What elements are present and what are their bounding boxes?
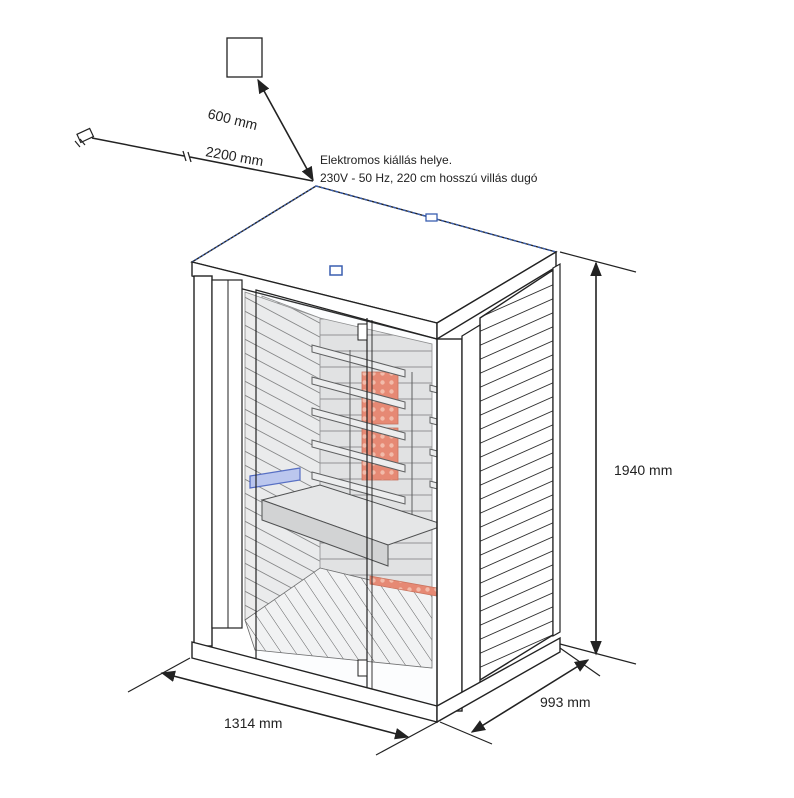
electrical-note-line1: Elektromos kiállás helye. [320, 153, 452, 167]
door-hinge-top [357, 323, 368, 341]
height-dimension [559, 251, 637, 665]
width-label: 1314 mm [224, 715, 282, 731]
bench-control-panel [249, 467, 301, 489]
door-hinge-bottom [357, 659, 368, 677]
roof [190, 185, 558, 341]
depth-label: 993 mm [540, 694, 591, 710]
power-cable [91, 137, 185, 157]
power-plug-icon [74, 127, 95, 148]
right-pillar [436, 323, 481, 712]
width-dimension [127, 657, 438, 756]
height-label: 1940 mm [614, 462, 672, 478]
left-pillar [193, 275, 243, 647]
outlet-distance-arrow [257, 78, 314, 182]
depth-dimension [439, 647, 601, 745]
wall-outlet-icon [226, 37, 263, 78]
outlet-distance-label: 600 mm [206, 105, 259, 133]
bench [249, 467, 447, 567]
glass-door [255, 289, 438, 713]
side-wall [479, 262, 561, 682]
electrical-note-line2: 230V - 50 Hz, 220 cm hosszú villás dugó [320, 171, 538, 185]
